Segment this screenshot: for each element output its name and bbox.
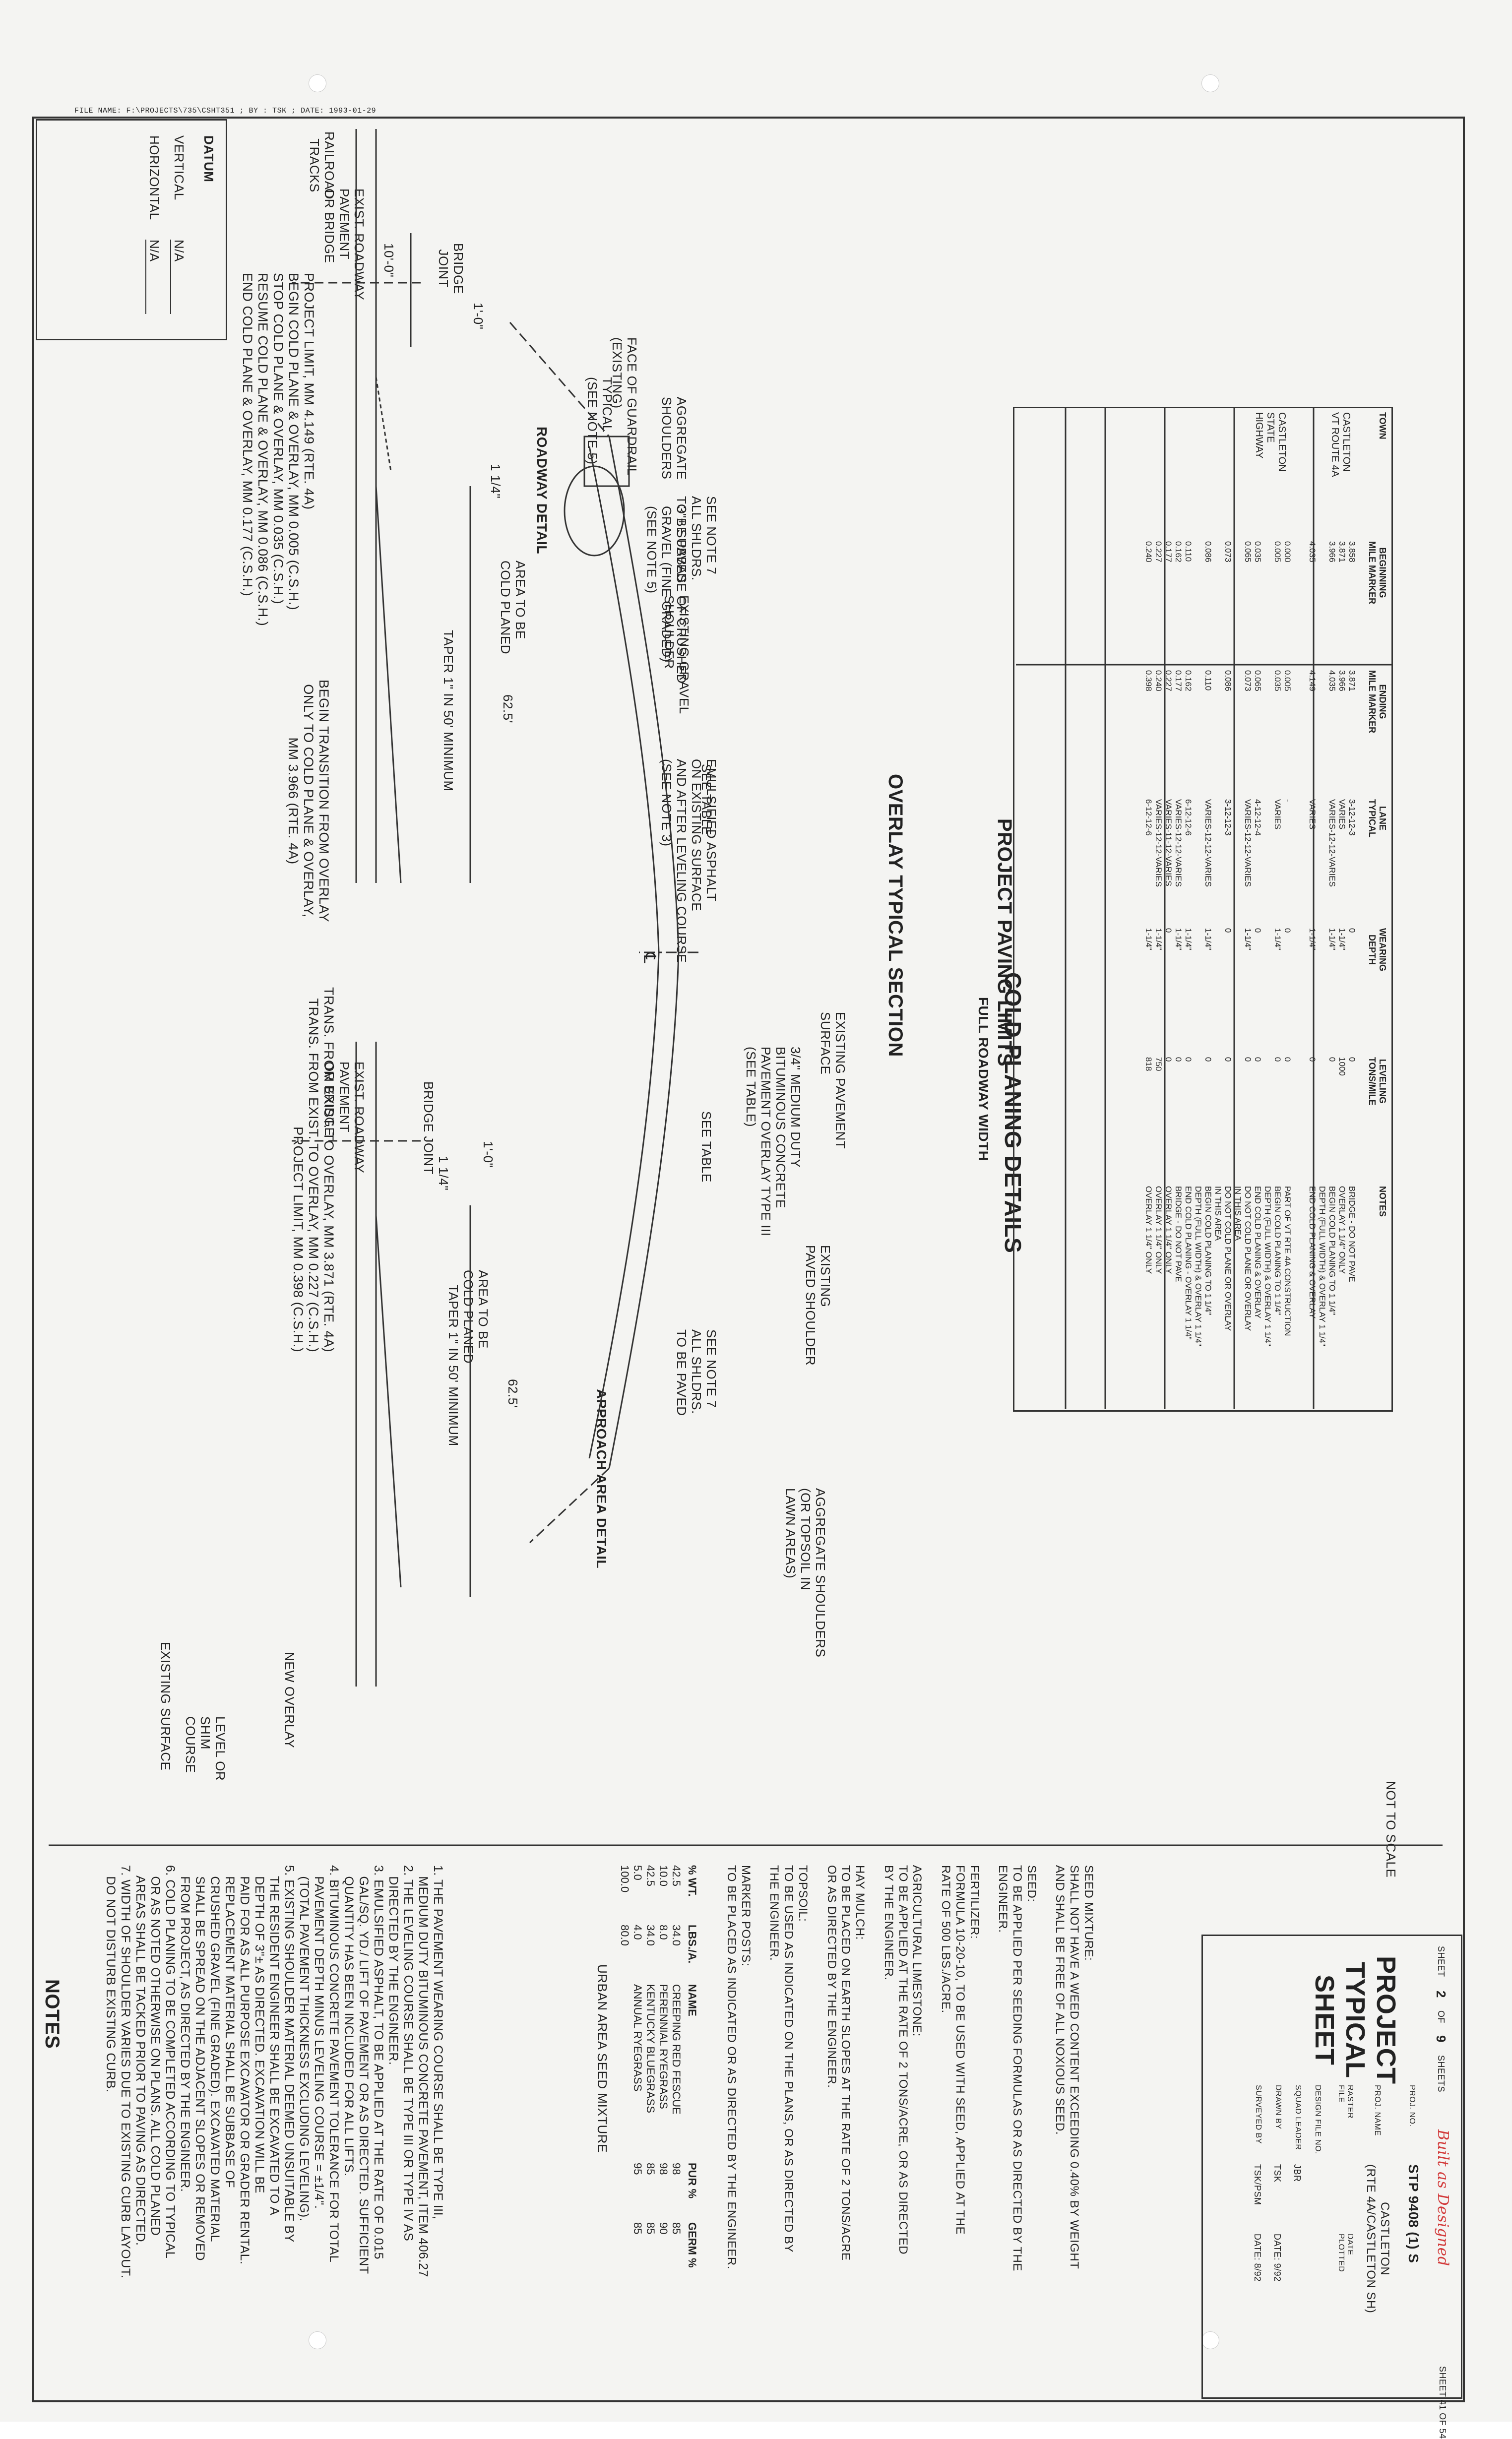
roadway-hatch: [375, 376, 392, 472]
overlay-left-slope: [509, 322, 610, 437]
overlay-right-slope: [529, 1467, 610, 1544]
overlay-surface-profile: [608, 436, 680, 1469]
roadway-taper-line: [375, 486, 402, 883]
punch-hole: [1201, 2331, 1219, 2349]
punch-hole: [309, 74, 326, 92]
guardrail-post: [583, 436, 630, 487]
pl-col-lines: [1065, 407, 1315, 1409]
file-header: FILE NAME: F:\PROJECTS\735\CSHT351 ; BY …: [74, 107, 377, 115]
punch-hole: [309, 2331, 326, 2349]
approach-taper-line: [375, 1215, 402, 1588]
shoulder-callout-circle: [564, 465, 625, 557]
punch-hole: [1201, 74, 1219, 92]
